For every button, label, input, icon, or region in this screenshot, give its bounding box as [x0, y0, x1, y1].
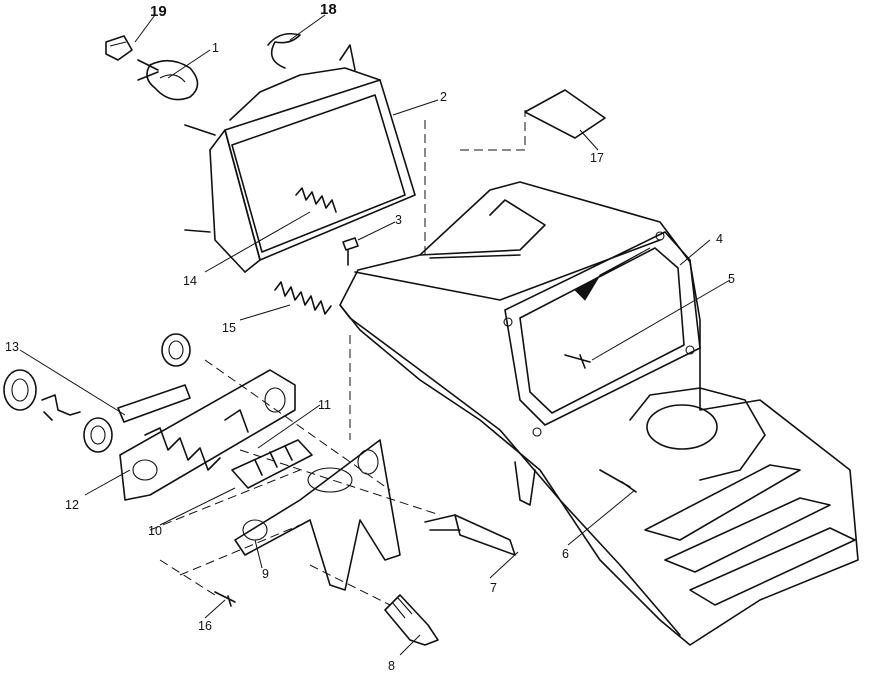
adjusting-spring-lower: [274, 281, 332, 315]
console-panel: [339, 181, 859, 646]
cover-plate: [117, 384, 191, 423]
callout-7: 7: [490, 581, 497, 595]
callout-19: 19: [150, 3, 167, 20]
key-switch: [3, 369, 37, 411]
adjusting-spring-upper: [295, 187, 337, 213]
callout-1: 1: [212, 41, 219, 55]
callout-14: 14: [183, 274, 197, 288]
callout-12: 12: [65, 498, 79, 512]
callout-10: 10: [148, 524, 162, 538]
callout-5: 5: [728, 272, 735, 286]
screw-5: [564, 354, 591, 369]
indicator-bulb: [384, 594, 439, 646]
grommet-upper: [161, 333, 191, 367]
callout-15: 15: [222, 321, 236, 335]
callout-6: 6: [562, 547, 569, 561]
callout-11: 11: [318, 398, 331, 412]
callout-4: 4: [716, 232, 723, 246]
screw-3: [342, 237, 359, 266]
wire-clip: [267, 32, 301, 69]
leader-lines: [19, 14, 731, 656]
callout-13: 13: [5, 340, 19, 354]
callout-18: 18: [320, 1, 337, 18]
switch-bracket: [119, 369, 296, 501]
switch-nut: [83, 417, 113, 453]
headlight-housing: [184, 44, 416, 273]
callout-3: 3: [395, 213, 402, 227]
callout-2: 2: [440, 90, 447, 104]
callout-8: 8: [388, 659, 395, 673]
callout-17: 17: [590, 151, 604, 165]
bulb-socket: [105, 35, 133, 61]
toggle-switch: [424, 514, 516, 556]
headlight-bulb: [137, 59, 199, 101]
assembly-lines: [149, 110, 526, 606]
connector-block: [231, 439, 313, 489]
callout-16: 16: [198, 619, 212, 633]
ignition-key: [41, 394, 81, 421]
screw-16: [214, 591, 236, 607]
callout-9: 9: [262, 567, 269, 581]
callout-labels: 1 2 3 4 5 6 7 8 9 10 11 12 13 14 15 16 1…: [5, 1, 735, 673]
screw-6: [599, 469, 637, 493]
decal: [524, 89, 606, 139]
